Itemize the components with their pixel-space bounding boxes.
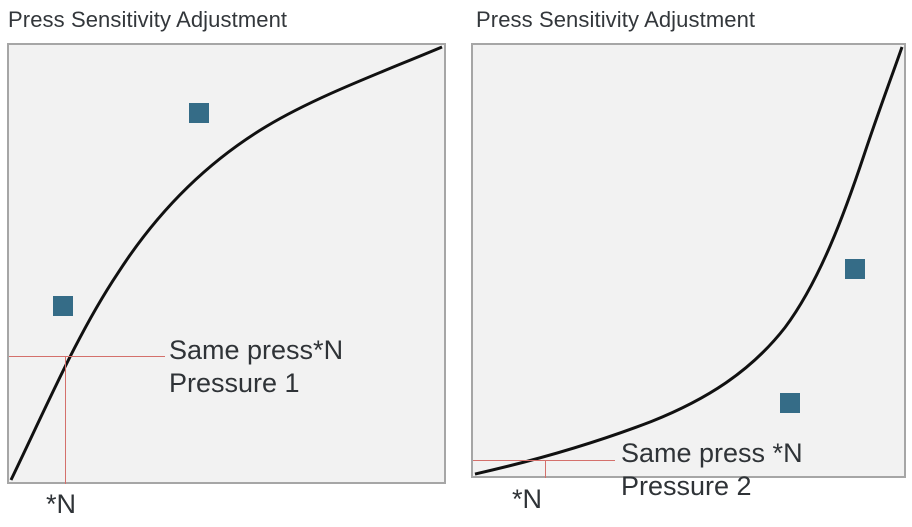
annotation-pressure-right: Pressure 2 [621,471,752,501]
data-marker-lower-right[interactable] [780,393,800,413]
plot-area-right: Same press *N Pressure 2 [471,43,906,501]
data-marker-upper-left[interactable] [189,103,209,123]
chart-panel-right: Press Sensitivity Adjustment Same press … [462,0,912,527]
annotation-pressure-left: Pressure 1 [169,368,300,398]
data-marker-lower-left[interactable] [53,296,73,316]
plot-area-left: Same press*N Pressure 1 [7,43,446,484]
data-marker-upper-right[interactable] [845,259,865,279]
annotation-same-press-left: Same press*N [169,335,344,365]
guide-line-horizontal-left [9,356,165,357]
response-curve-right [474,46,904,476]
curve-svg-left [9,45,443,481]
x-axis-label-right: *N [512,484,543,514]
annotation-same-press-right: Same press *N [621,438,803,468]
curve-svg-right [474,46,904,476]
chart-panel-left: Press Sensitivity Adjustment Same press*… [0,0,452,527]
page-title-left: Press Sensitivity Adjustment [8,7,288,32]
response-curve-left [9,45,443,481]
x-axis-label-left: *N [46,489,77,519]
guide-line-vertical-right [545,460,546,478]
guide-line-vertical-left [65,356,66,484]
page-title-right: Press Sensitivity Adjustment [476,7,756,32]
guide-line-horizontal-right [473,460,615,461]
